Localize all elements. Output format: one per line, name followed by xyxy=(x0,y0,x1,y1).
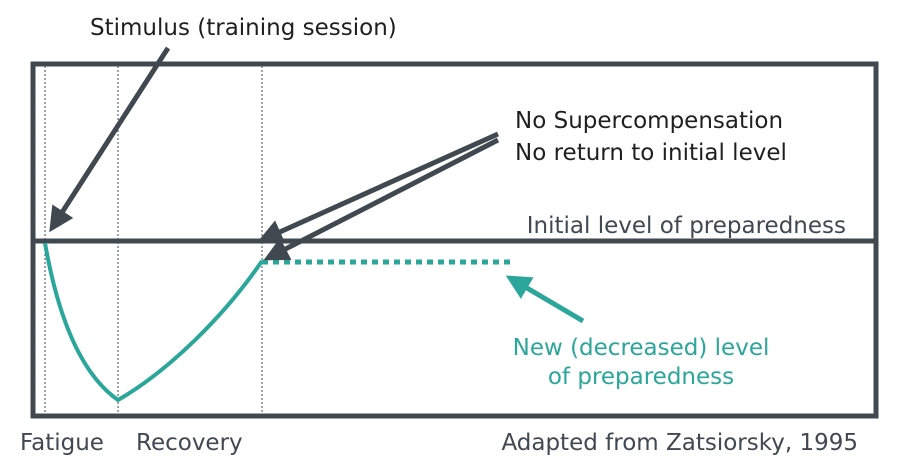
source-label: Adapted from Zatsiorsky, 1995 xyxy=(501,430,858,456)
new-level-label-line1: New (decreased) level xyxy=(513,335,770,361)
performance-curve xyxy=(43,242,264,403)
initial-level-label: Initial level of preparedness xyxy=(527,213,846,239)
recovery-label: Recovery xyxy=(136,430,243,456)
no-supercompensation-label: No Supercompensation xyxy=(515,108,783,134)
no-supercompensation-arrow-2 xyxy=(263,137,500,261)
no-supercompensation-arrow-1 xyxy=(257,131,500,244)
stimulus-arrow xyxy=(49,46,171,233)
fatigue-label: Fatigue xyxy=(20,430,104,456)
new-level-label-line2: of preparedness xyxy=(548,364,734,390)
no-return-label: No return to initial level xyxy=(515,140,787,166)
stimulus-label: Stimulus (training session) xyxy=(90,15,397,41)
new-level-arrow xyxy=(505,275,585,324)
